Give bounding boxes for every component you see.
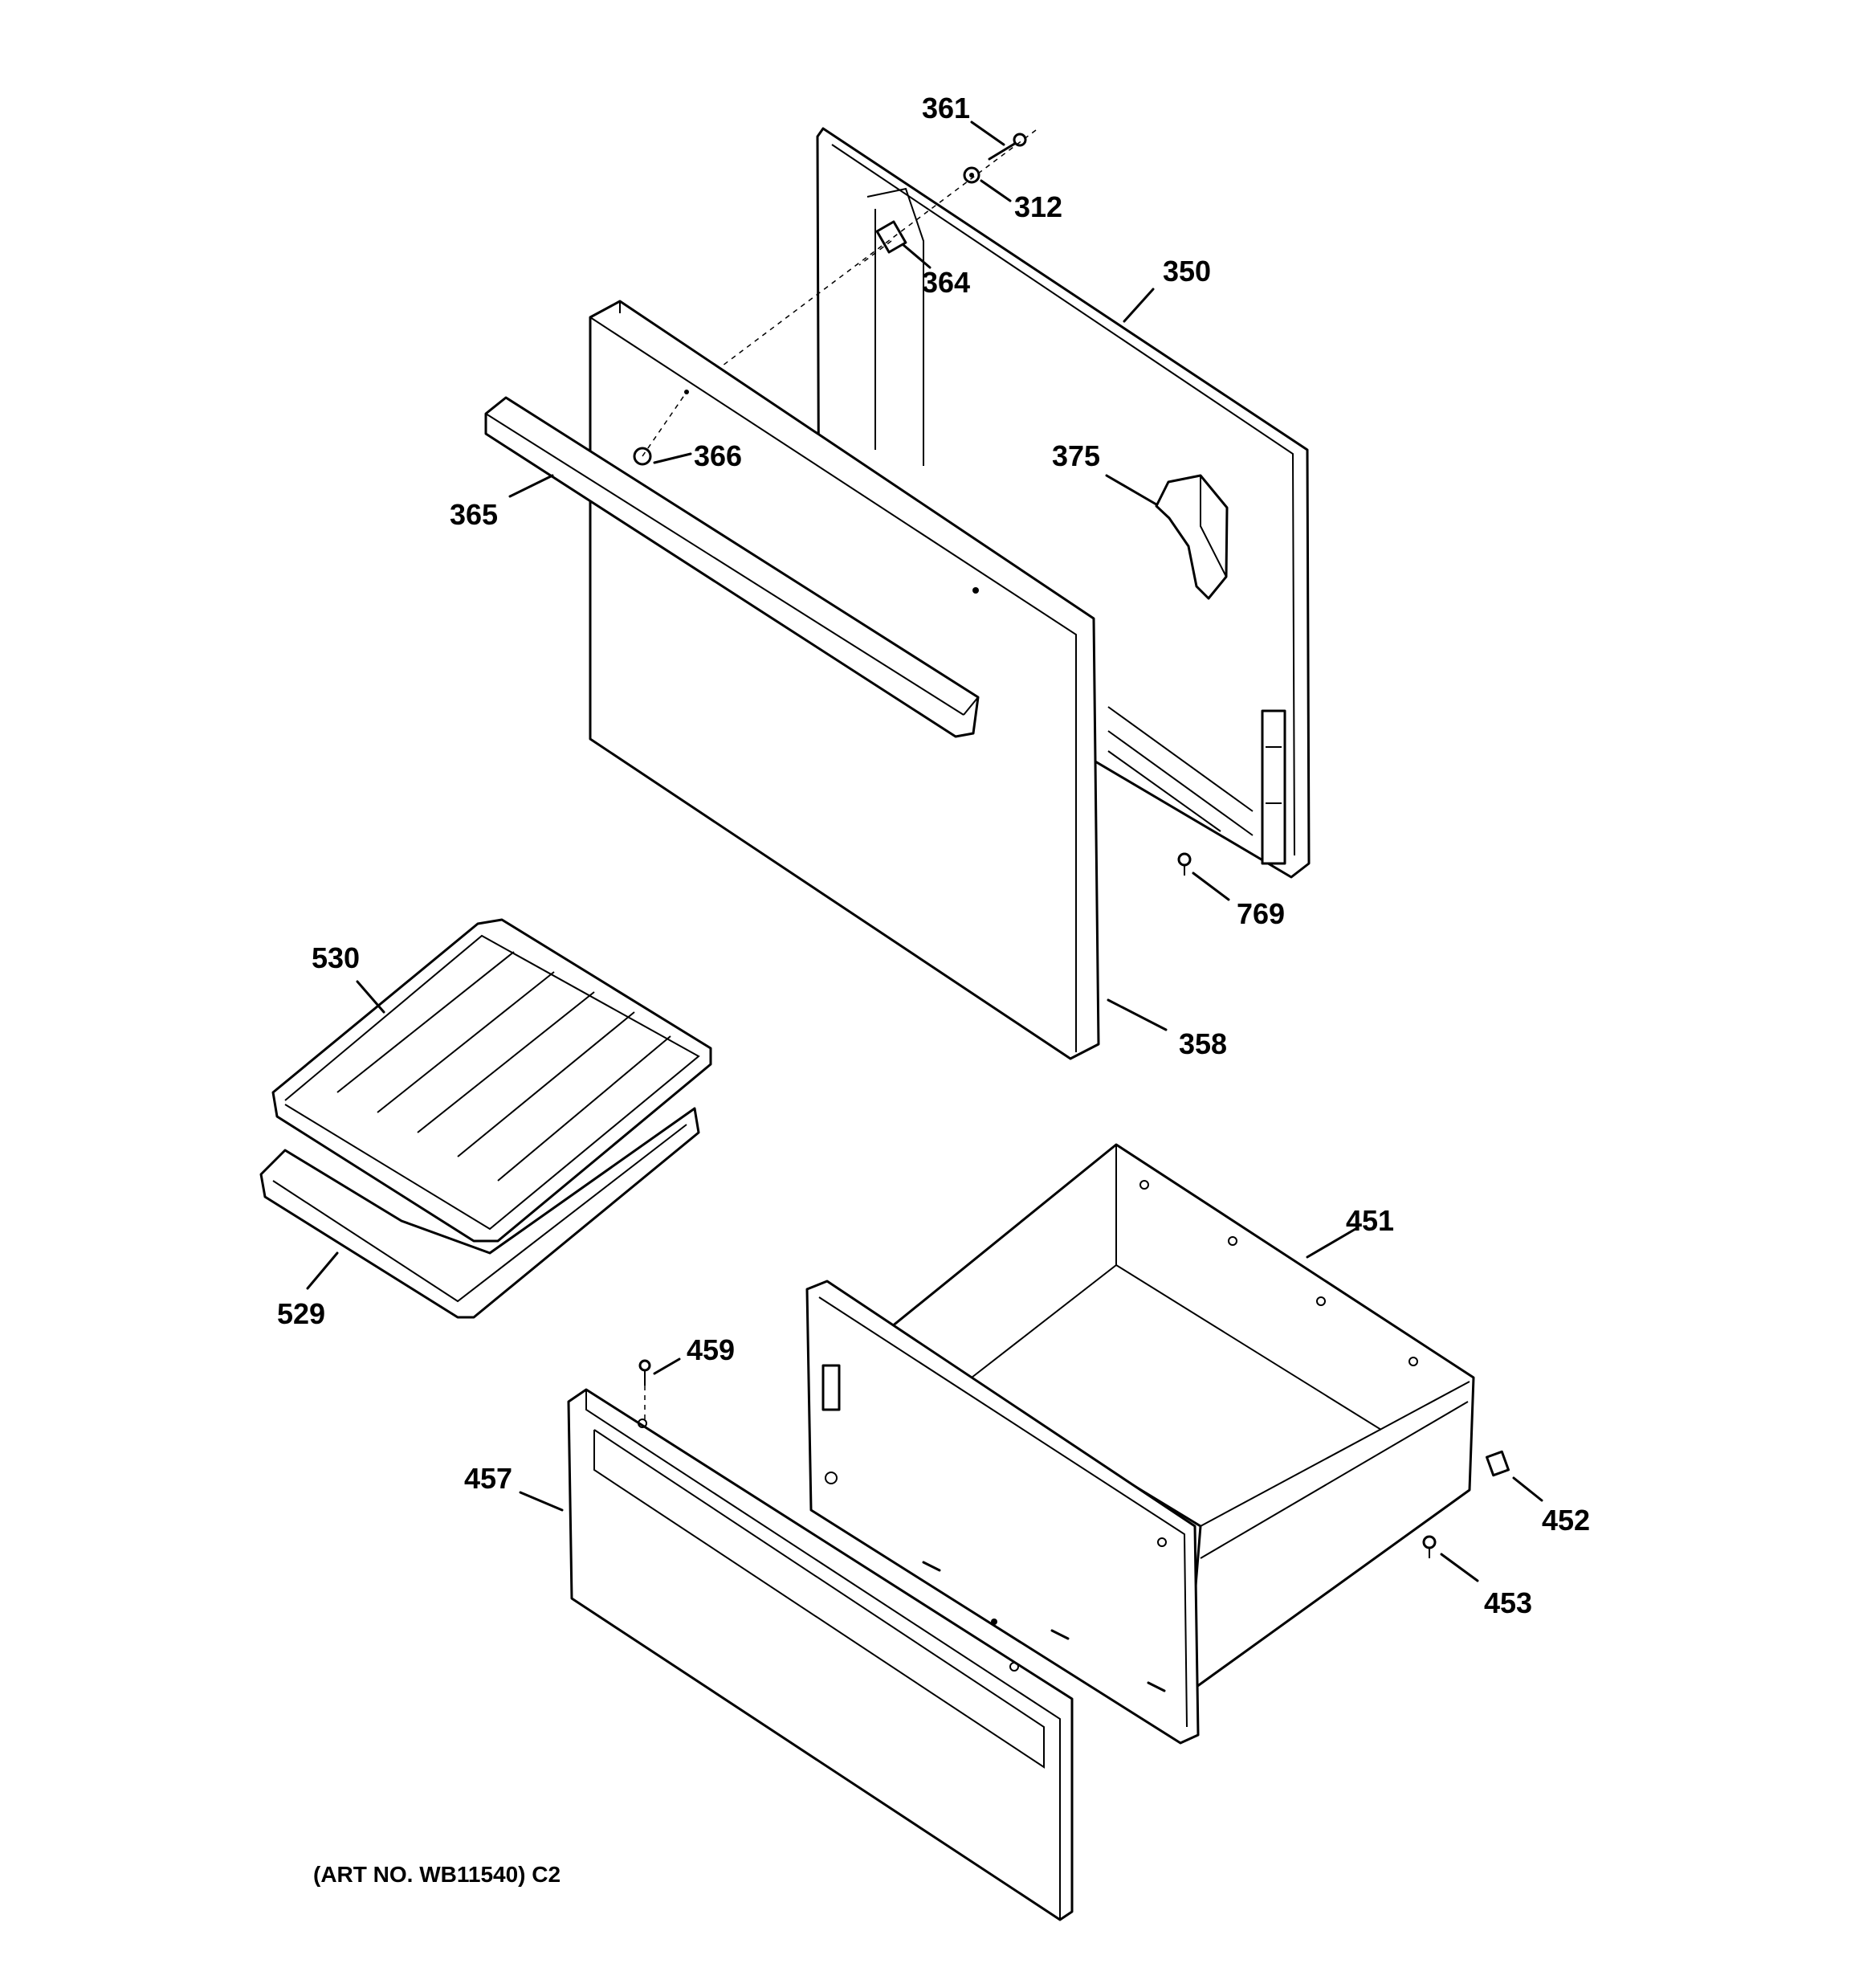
callout-361: 361 — [922, 92, 970, 125]
drawer-front-panel — [567, 1388, 1074, 1921]
art-number: (ART NO. WB11540) C2 — [313, 1862, 561, 1887]
callout-529: 529 — [277, 1297, 325, 1330]
broiler-grid — [271, 918, 712, 1243]
callout-530: 530 — [312, 941, 360, 974]
callout-366: 366 — [694, 439, 742, 472]
fasteners — [633, 129, 1192, 876]
callout-364: 364 — [922, 266, 970, 299]
drawer-body — [882, 1143, 1475, 1696]
callout-459: 459 — [687, 1333, 735, 1366]
insulation-block — [1155, 474, 1229, 600]
drawer-fasteners — [638, 1359, 1510, 1558]
callout-452: 452 — [1542, 1504, 1590, 1537]
broiler-pan — [259, 1107, 700, 1319]
door-handle — [484, 396, 980, 738]
callout-769: 769 — [1237, 897, 1285, 930]
inner-door-panel — [816, 127, 1311, 879]
callout-453: 453 — [1484, 1586, 1532, 1619]
callout-358: 358 — [1179, 1027, 1227, 1060]
callout-451: 451 — [1346, 1204, 1394, 1237]
leader-lines — [306, 120, 1543, 1582]
callout-375: 375 — [1052, 439, 1100, 472]
callout-350: 350 — [1163, 255, 1211, 288]
callout-457: 457 — [464, 1462, 512, 1495]
callout-365: 365 — [450, 498, 498, 531]
outer-door-panel — [589, 300, 1100, 1060]
drawer-front-frame — [805, 1280, 1200, 1745]
callout-312: 312 — [1014, 190, 1062, 223]
